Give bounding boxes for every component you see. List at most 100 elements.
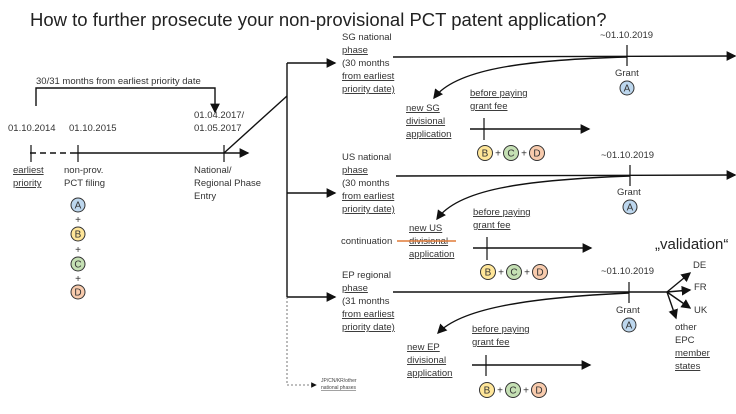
sg-label: SG national	[342, 32, 392, 43]
circle-b	[480, 264, 496, 280]
circle-c	[503, 145, 519, 161]
circle-d	[531, 382, 547, 398]
circle-b-label: B	[484, 386, 491, 397]
circle-a-label: A	[626, 321, 633, 332]
other-phases-label: JP/CN/KR/other	[321, 378, 357, 384]
sg-fee-label: before paying	[470, 88, 528, 99]
entry-label: Entry	[194, 191, 216, 202]
us-label: priority date)	[342, 204, 395, 215]
divisional-arrow	[433, 56, 628, 100]
circle-c-label: C	[507, 149, 514, 160]
other-states: EPC	[675, 335, 695, 346]
plus: +	[75, 215, 81, 226]
ep-branch: EP regional phase (31 months from earlie…	[342, 236, 728, 379]
validation-label: „validation“	[655, 236, 728, 253]
state-de: DE	[693, 260, 706, 271]
circle-c-label: C	[74, 260, 81, 271]
plus: +	[75, 274, 81, 285]
sg-label: from earliest	[342, 71, 395, 82]
entry-label: National/	[194, 165, 232, 176]
sg-label: phase	[342, 45, 368, 56]
circle-b	[70, 226, 86, 242]
earliest-label: earliest	[13, 165, 44, 176]
sg-label: priority date)	[342, 84, 395, 95]
us-grant-label: Grant	[617, 187, 641, 198]
state-uk: UK	[694, 305, 708, 316]
circle-b	[479, 382, 495, 398]
circle-c-label: C	[510, 268, 517, 279]
plus: +	[523, 386, 529, 397]
us-timeline	[395, 170, 736, 180]
circle-d-label: D	[535, 386, 542, 397]
ep-label: from earliest	[342, 309, 395, 320]
ep-label: phase	[342, 283, 368, 294]
sg-branch: SG national phase (30 months from earlie…	[342, 30, 736, 140]
circle-d	[70, 284, 86, 300]
circle-d-label: D	[533, 149, 540, 160]
circle-d-label: D	[536, 268, 543, 279]
sg-grant-date: ~01.10.2019	[600, 30, 653, 41]
circle-d	[529, 145, 545, 161]
circle-a	[70, 197, 86, 213]
us-label: (30 months	[342, 178, 390, 189]
date-earliest: 01.10.2014	[8, 123, 56, 134]
fee-rows: B+C+DB+C+DB+C+D	[477, 145, 548, 398]
circle-a	[622, 199, 638, 215]
pct-label: PCT filing	[64, 178, 105, 189]
circle-a-label: A	[627, 203, 634, 214]
sg-divisional: new SG	[406, 103, 440, 114]
pct-fee-stack: A + B + C + D	[70, 197, 86, 300]
pct-label: non-prov.	[64, 165, 103, 176]
circle-b-label: B	[75, 230, 82, 241]
arrow-other-phases	[286, 297, 317, 388]
branch-line	[223, 95, 288, 154]
ep-label: (31 months	[342, 296, 390, 307]
circle-c	[505, 382, 521, 398]
other-states: member	[675, 348, 710, 359]
circle-a-label: A	[75, 201, 82, 212]
period-bracket	[35, 87, 220, 114]
circle-c	[70, 256, 86, 272]
divisional-arrow	[436, 175, 631, 221]
sg-label: (30 months	[342, 58, 390, 69]
us-label: from earliest	[342, 191, 395, 202]
ep-fee-label: before paying	[472, 324, 530, 335]
plus: +	[497, 386, 503, 397]
period-label: 30/31 months from earliest priority date	[36, 76, 201, 87]
ep-divisional: divisional	[407, 355, 446, 366]
arrow-other	[666, 291, 678, 320]
ep-divisional: application	[407, 368, 452, 379]
us-divisional: new US	[409, 223, 442, 234]
arrow-fr	[666, 285, 692, 296]
circle-a-label: A	[624, 84, 631, 95]
ep-grant-label: Grant	[616, 305, 640, 316]
us-divisional: application	[409, 249, 454, 260]
sg-fee-label: grant fee	[470, 101, 508, 112]
circle-b-label: B	[485, 268, 492, 279]
entry-label: Regional Phase	[194, 178, 261, 189]
plus: +	[495, 149, 501, 160]
ep-label: priority date)	[342, 322, 395, 333]
sg-timeline	[392, 51, 736, 61]
continuation-label: continuation	[341, 236, 392, 247]
plus: +	[75, 245, 81, 256]
plus: +	[521, 149, 527, 160]
date-entry-a: 01.04.2017/	[194, 110, 245, 121]
arrow-de	[666, 272, 692, 293]
plus: +	[524, 268, 530, 279]
circle-d	[532, 264, 548, 280]
other-states: other	[675, 322, 697, 333]
us-grant-date: ~01.10.2019	[601, 150, 654, 161]
us-label: US national	[342, 152, 391, 163]
date-pct: 01.10.2015	[69, 123, 117, 134]
plus: +	[498, 268, 504, 279]
earliest-label: priority	[13, 178, 42, 189]
circle-a	[621, 317, 637, 333]
other-states: states	[675, 361, 701, 372]
sg-grant-label: Grant	[615, 68, 639, 79]
arrow-uk	[666, 291, 692, 309]
ep-label: EP regional	[342, 270, 391, 281]
sg-divisional: divisional	[406, 116, 445, 127]
circle-b-label: B	[482, 149, 489, 160]
